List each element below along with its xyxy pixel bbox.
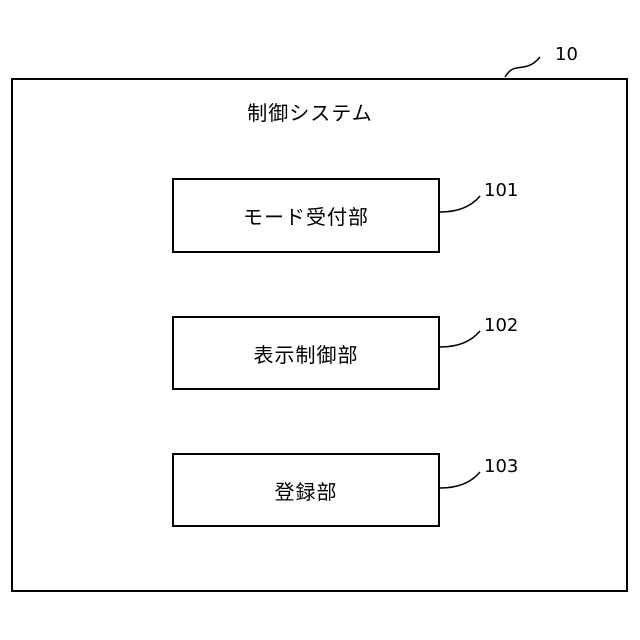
module-label: モード受付部 xyxy=(243,201,369,230)
system-title: 制御システム xyxy=(0,100,620,126)
leader-line-system xyxy=(505,57,540,77)
module-ref-label: 101 xyxy=(484,180,518,202)
module-box-mode-reception: モード受付部 xyxy=(172,178,440,253)
module-box-display-control: 表示制御部 xyxy=(172,316,440,390)
module-box-registration: 登録部 xyxy=(172,453,440,527)
module-label: 表示制御部 xyxy=(254,339,359,368)
system-ref-label: 10 xyxy=(555,44,578,66)
module-label: 登録部 xyxy=(275,476,338,505)
module-ref-label: 103 xyxy=(484,456,518,478)
module-ref-label: 102 xyxy=(484,315,518,337)
